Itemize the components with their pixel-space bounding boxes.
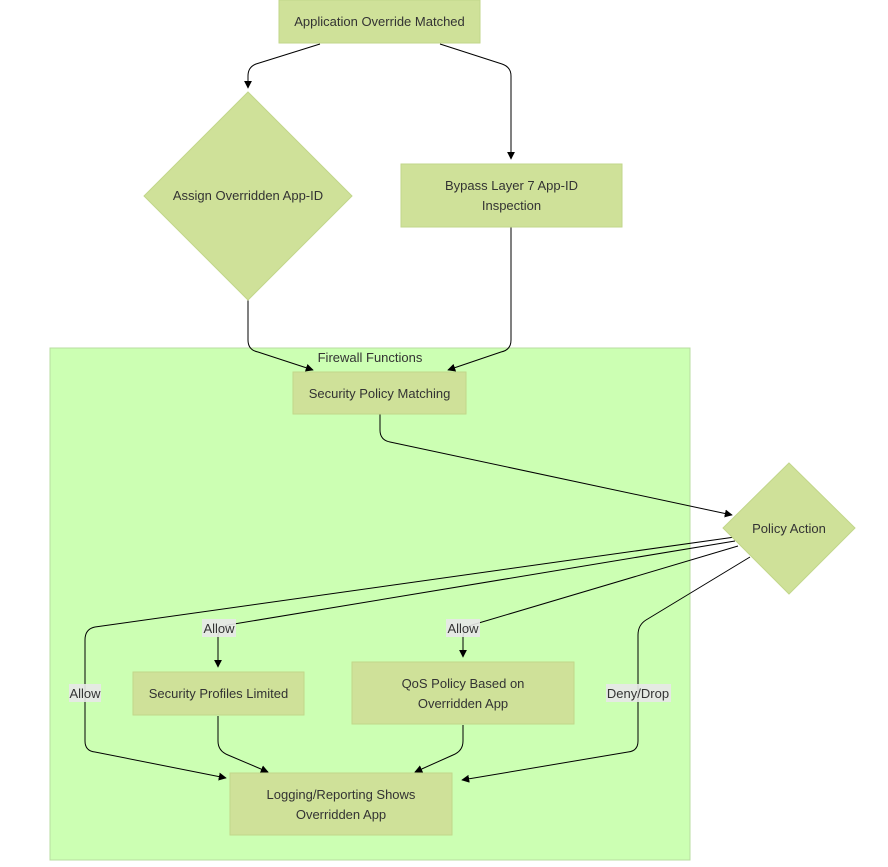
edge-override-to-assign [244,43,321,89]
node-label: Policy Action [752,521,826,536]
edge-label-allow-logging: Allow [69,684,101,702]
node-label: Security Policy Matching [309,386,451,401]
node-label-line-2: Inspection [482,198,541,213]
edge-label-text: Allow [203,621,235,636]
node-label-line-1: Bypass Layer 7 App-ID [445,178,578,193]
node-label: Application Override Matched [294,14,465,29]
node-application-override-matched[interactable]: Application Override Matched [278,0,481,44]
cluster-title: Firewall Functions [318,350,423,365]
edge-label-allow-profiles: Allow [202,619,236,637]
node-qos-policy[interactable]: QoS Policy Based on Overridden App [351,661,575,725]
edge-override-to-bypass [439,43,515,160]
edge-assign-to-security [247,298,314,372]
node-label: Assign Overridden App-ID [173,188,323,203]
node-label-line-2: Overridden App [296,807,386,822]
node-policy-action[interactable]: Policy Action [722,462,856,595]
edge-label-text: Allow [447,621,479,636]
edge-qos-to-logging [414,725,464,773]
edge-profiles-to-logging [217,716,269,773]
edge-label-text: Deny/Drop [607,686,669,701]
node-label: Security Profiles Limited [149,686,288,701]
node-label-line-1: Logging/Reporting Shows [267,787,416,802]
edge-label-deny-drop: Deny/Drop [606,684,671,702]
edge-labels: Allow Allow Allow Deny/Drop [69,619,671,702]
node-label-line-2: Overridden App [418,696,508,711]
edge-label-text: Allow [69,686,101,701]
node-security-profiles-limited[interactable]: Security Profiles Limited [132,671,305,716]
edge-label-allow-qos: Allow [446,619,480,637]
node-security-policy-matching[interactable]: Security Policy Matching [292,371,467,415]
edge-security-to-action [379,414,733,518]
edge-bypass-to-security [447,227,512,372]
nodes: Application Override Matched Assign Over… [132,0,856,836]
node-label-line-1: QoS Policy Based on [402,676,525,691]
node-bypass-layer7-inspection[interactable]: Bypass Layer 7 App-ID Inspection [400,163,623,228]
node-assign-overridden-app-id[interactable]: Assign Overridden App-ID [143,91,353,301]
node-logging-reporting[interactable]: Logging/Reporting Shows Overridden App [229,772,453,836]
